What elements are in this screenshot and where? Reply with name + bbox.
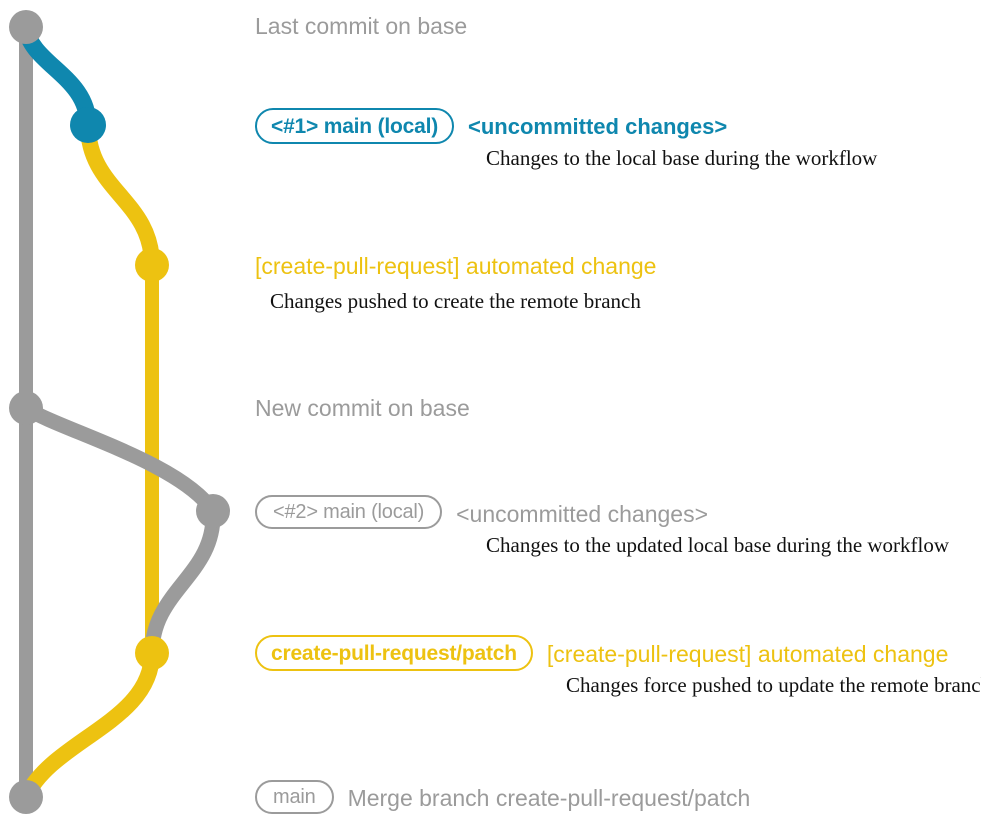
subject-merge: Merge branch create-pull-request/patch [347,785,751,811]
note-last-commit-on-base: Last commit on base [255,13,468,39]
description-automated-2: Changes force pushed to update the remot… [566,673,981,697]
ref-pill-automated-2[interactable]: create-pull-request/patch [255,635,533,671]
commit-dot-last-commit-on-base [9,10,43,44]
description-local-2: Changes to the updated local base during… [486,533,950,557]
subject-local-2: <uncommitted changes> [456,501,709,527]
entry-automated-2: create-pull-request/patch [create-pull-r… [255,635,948,671]
ref-pill-local-1[interactable]: <#1> main (local) [255,108,455,144]
commit-dot-automated-1 [135,248,169,282]
entry-merge: main Merge branch create-pull-request/pa… [255,780,750,814]
yellow-merge-path [18,645,160,805]
note-new-commit-on-base: New commit on base [255,395,470,421]
subject-automated-1: [create-pull-request] automated change [255,253,657,279]
ref-pill-local-2[interactable]: <#2> main (local) [255,495,443,529]
description-automated-1: Changes pushed to create the remote bran… [270,289,641,313]
entry-local-1: <#1> main (local) <uncommitted changes> [255,108,727,144]
grey-branch-to-patch-2 [144,503,221,661]
commit-dot-new-commit-on-base [9,391,43,425]
entry-local-2: <#2> main (local) <uncommitted changes> [255,495,708,529]
commit-dot-local-2 [196,494,230,528]
commit-dot-merge [9,780,43,814]
ref-pill-main[interactable]: main [255,780,334,814]
description-local-1: Changes to the local base during the wor… [486,146,878,170]
grey-branch-to-local-2 [18,400,221,519]
commit-dot-local-1 [70,107,106,143]
subject-local-1: <uncommitted changes> [468,114,728,139]
commit-dot-automated-2 [135,636,169,670]
subject-automated-2: [create-pull-request] automated change [546,641,949,667]
yellow-branch-path-upper [80,117,160,273]
